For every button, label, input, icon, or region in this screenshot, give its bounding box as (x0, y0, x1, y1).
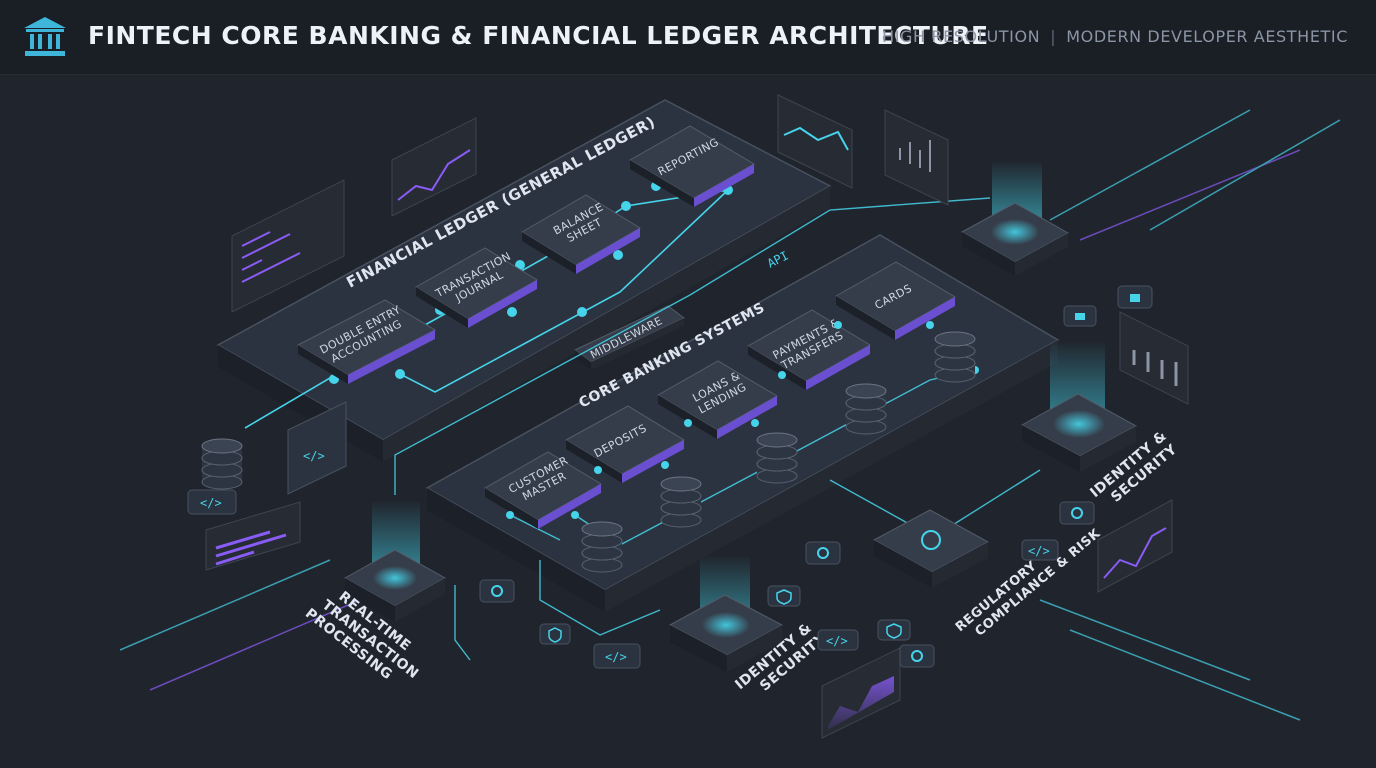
hub-identity-bottom[interactable]: IDENTITY &SECURITY (668, 555, 830, 706)
api-label: API (765, 248, 791, 270)
code-panel-left (231, 179, 345, 313)
chart-panel-center (777, 94, 853, 189)
svg-text:REGULATORYCOMPLIANCE & RISK: REGULATORYCOMPLIANCE & RISK (953, 514, 1104, 648)
bank-building-icon (24, 17, 66, 56)
code-brackets-icon: </> (593, 643, 641, 669)
header-bar: FINTECH CORE BANKING & FINANCIAL LEDGER … (0, 0, 1376, 75)
module-balance-sheet[interactable]: BALANCESHEET (521, 194, 641, 274)
hub-top-chip[interactable] (960, 160, 1070, 276)
gear-icon (1059, 501, 1095, 525)
shield-icon (877, 619, 911, 641)
svg-text:</>: </> (826, 634, 848, 648)
svg-text:</>: </> (200, 496, 222, 510)
shield-icon (539, 623, 571, 645)
chart-panel-top (391, 117, 477, 217)
code-brackets-icon: </> (1021, 539, 1059, 561)
module-reporting[interactable]: REPORTING (629, 125, 755, 207)
database-icon (201, 438, 243, 490)
chart-panel-bottom (821, 647, 901, 739)
code-brackets-icon: </> (287, 401, 347, 495)
barchart-panel-far-right (1119, 311, 1189, 405)
barchart-panel-right (884, 109, 949, 206)
lock-icon (1117, 285, 1153, 309)
shield-icon (767, 585, 801, 607)
barstack-panel-left (205, 501, 301, 571)
gear-icon (899, 644, 935, 668)
page-title: FINTECH CORE BANKING & FINANCIAL LEDGER … (88, 21, 989, 50)
code-brackets-icon: </> (187, 489, 237, 515)
module-customer-master[interactable]: CUSTOMERMASTER (484, 451, 602, 529)
tagline-aesthetic: MODERN DEVELOPER AESTHETIC (1066, 27, 1348, 46)
database-icon (756, 432, 798, 484)
gear-icon (479, 579, 515, 603)
hub-identity-right[interactable]: IDENTITY &SECURITY (1020, 340, 1181, 514)
database-icon (581, 521, 623, 573)
database-icon (201, 331, 976, 573)
light-streaks (119, 109, 1341, 721)
database-icon (845, 383, 887, 435)
code-brackets-icon: </> (817, 629, 859, 651)
hub-realtime[interactable]: REAL-TIMETRANSACTIONPROCESSING (302, 500, 447, 696)
chart-panel-bottom-right (1097, 499, 1173, 593)
svg-text:</>: </> (605, 650, 627, 664)
module-double-entry[interactable]: DOUBLE ENTRYACCOUNTING (296, 299, 437, 384)
tagline-resolution: HIGH RESOLUTION (882, 27, 1041, 46)
module-cards[interactable]: CARDS (835, 261, 956, 340)
module-loans-lending[interactable]: LOANS &LENDING (657, 360, 778, 439)
database-icon (934, 331, 976, 383)
svg-text:</>: </> (1028, 544, 1050, 558)
gear-icon (805, 541, 841, 565)
database-icon (660, 476, 702, 528)
lock-icon (1063, 305, 1097, 327)
svg-text:</>: </> (303, 449, 325, 463)
module-deposits[interactable]: DEPOSITS (565, 405, 685, 483)
header-tagline: HIGH RESOLUTION|MODERN DEVELOPER AESTHET… (882, 27, 1348, 46)
architecture-diagram: FINANCIAL LEDGER (GENERAL LEDGER) DOUBLE… (119, 94, 1341, 739)
